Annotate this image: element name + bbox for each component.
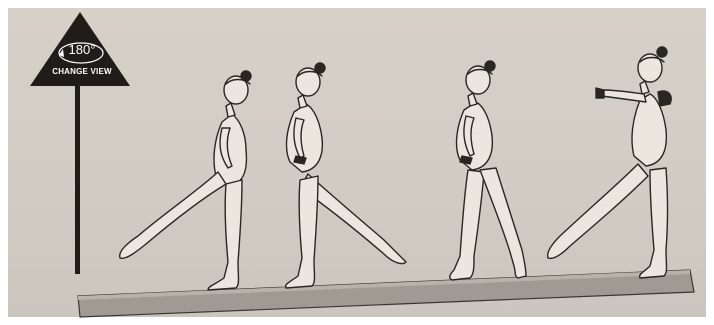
sign-label-text: CHANGE VIEW — [32, 67, 132, 76]
gymnast-figure-1 — [120, 71, 251, 290]
sign-degrees-text: 180° — [58, 42, 106, 57]
sign-post — [75, 80, 80, 274]
gymnast-figure-3 — [450, 61, 526, 280]
gymnast-figure-4 — [548, 47, 672, 278]
gymnast-figure-2 — [286, 63, 406, 288]
balance-beam — [78, 270, 694, 317]
